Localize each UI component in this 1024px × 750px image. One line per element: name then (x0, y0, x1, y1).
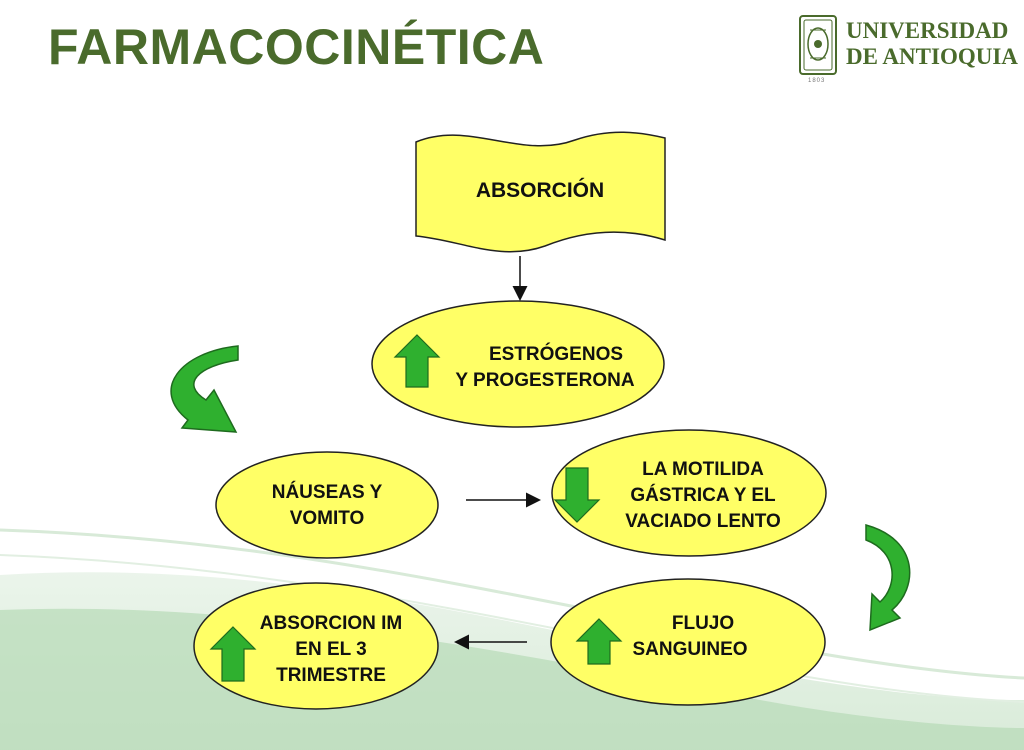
estrogenos-node (371, 300, 665, 428)
motilidad-line1: LA MOTILIDA (642, 459, 764, 480)
down-arrow-icon (553, 467, 601, 523)
estrogenos-line2: Y PROGESTERONA (455, 370, 635, 391)
estrogenos-label: ESTRÓGENOS Y PROGESTERONA (440, 342, 650, 394)
university-logo: UNIVERSIDAD DE ANTIOQUIA 1803 (798, 14, 1018, 86)
up-arrow-icon (575, 618, 623, 665)
absorcion-im-line3: TRIMESTRE (276, 665, 386, 686)
absorcion-im-label: ABSORCION IM EN EL 3 TRIMESTRE (246, 611, 416, 689)
up-arrow-icon (393, 334, 441, 388)
nauseas-node (215, 451, 439, 559)
absorcion-im-line1: ABSORCION IM (259, 613, 403, 634)
motilidad-node (551, 429, 827, 557)
absorcion-im-line2: EN EL 3 (295, 639, 367, 660)
flujo-line1: FLUJO (671, 613, 735, 634)
university-name-line2: DE ANTIOQUIA (846, 44, 1018, 69)
curved-arrow-icon (170, 345, 239, 433)
absorcion-im-node (193, 582, 439, 710)
nauseas-line1: NÁUSEAS Y (271, 482, 383, 503)
university-name-line1: UNIVERSIDAD (846, 18, 1009, 43)
flujo-node (550, 578, 826, 706)
motilidad-line3: VACIADO LENTO (625, 511, 781, 532)
nauseas-label: NÁUSEAS Y VOMITO (246, 480, 408, 532)
university-seal-icon (799, 15, 837, 75)
absorcion-banner (415, 131, 666, 253)
slide-title: FARMACOCINÉTICA (48, 19, 545, 75)
estrogenos-line1: ESTRÓGENOS (488, 344, 624, 365)
curved-arrow-icon (865, 524, 911, 632)
absorcion-label: ABSORCIÓN (475, 179, 605, 202)
university-year: 1803 (808, 78, 826, 84)
university-name: UNIVERSIDAD DE ANTIOQUIA (846, 18, 1018, 70)
flujo-line2: SANGUINEO (632, 639, 748, 660)
flujo-label: FLUJO SANGUINEO (620, 611, 760, 663)
motilidad-label: LA MOTILIDA GÁSTRICA Y EL VACIADO LENTO (604, 457, 802, 535)
motilidad-line2: GÁSTRICA Y EL (630, 485, 776, 506)
up-arrow-icon (209, 626, 257, 682)
nauseas-line2: VOMITO (289, 508, 365, 529)
